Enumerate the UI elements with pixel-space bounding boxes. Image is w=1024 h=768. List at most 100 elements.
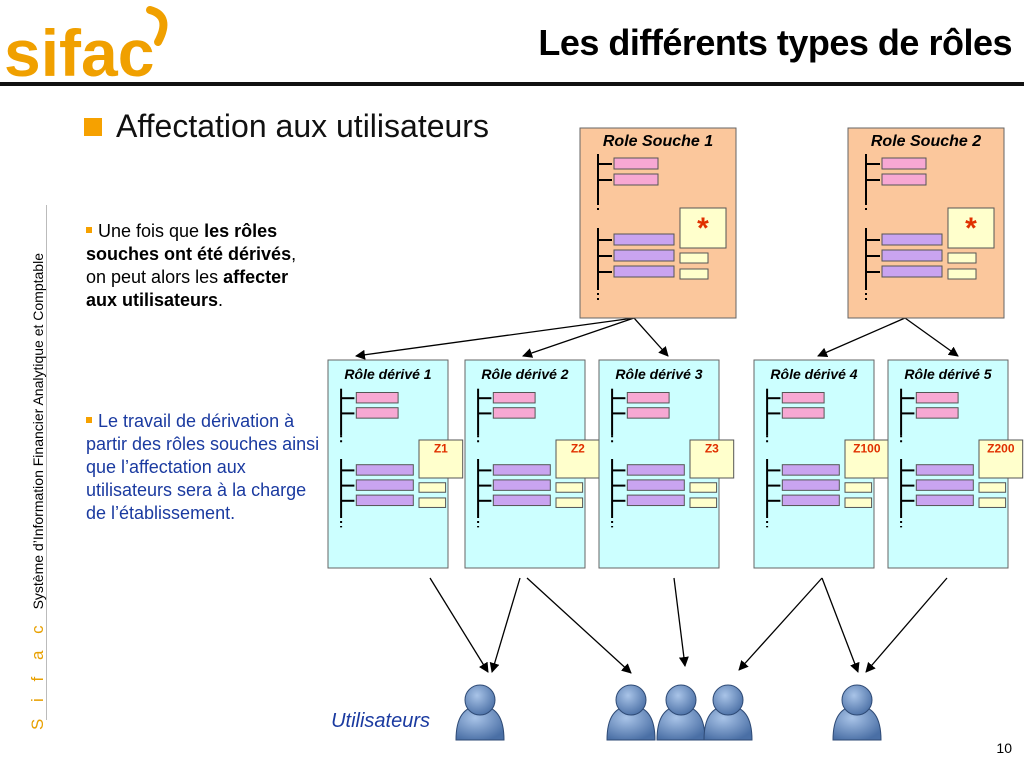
authorization-rect	[613, 233, 675, 246]
assignment-arrow	[817, 317, 906, 357]
source-role-box: Role Souche 1*	[579, 127, 737, 319]
p2-text: Le travail de dérivation à partir des rô…	[86, 411, 320, 523]
header-divider	[0, 82, 1024, 86]
derived-role-title: Rôle dérivé 5	[904, 366, 991, 382]
org-value-box	[555, 439, 601, 479]
field-rect	[679, 268, 709, 280]
authorization-rect	[613, 249, 675, 262]
source-role-title: Role Souche 2	[871, 133, 981, 150]
paragraph-assignment: Une fois que les rôles souches ont été d…	[86, 220, 320, 312]
bullet-square-icon	[86, 227, 92, 234]
field-rect	[844, 482, 873, 493]
users-label: Utilisateurs	[331, 710, 430, 732]
org-value-box	[689, 439, 735, 479]
authorization-rect	[355, 494, 414, 507]
user-icon	[606, 684, 656, 741]
assignment-arrow	[904, 317, 959, 357]
org-value-box	[978, 439, 1024, 479]
assignment-arrow	[522, 317, 635, 358]
user-icon	[656, 684, 706, 741]
authorization-rect	[626, 464, 685, 476]
field-rect	[555, 482, 584, 493]
bullet-square-icon	[86, 417, 92, 424]
assignment-arrow	[738, 577, 823, 671]
field-rect	[947, 268, 977, 280]
main-bullet: Affectation aux utilisateurs	[84, 108, 489, 145]
p1-text-1: Une fois que	[98, 221, 205, 241]
authorization-rect	[492, 464, 551, 476]
derived-role-box: Rôle dérivé 2 Z2	[464, 359, 601, 569]
transaction-rect	[781, 407, 825, 419]
p1-bold-2: affecter aux utilisateurs	[86, 267, 289, 310]
user-head	[841, 684, 873, 716]
derived-role-title: Rôle dérivé 2	[481, 366, 568, 382]
authorization-rect	[613, 265, 675, 278]
org-value-box	[947, 207, 995, 249]
wildcard-marker: *	[965, 212, 977, 245]
bullet-square-icon	[84, 117, 102, 136]
page-number: 10	[996, 740, 1012, 756]
authorization-rect	[355, 464, 414, 476]
assignment-arrow	[865, 577, 948, 673]
org-value-label: Z2	[571, 441, 585, 455]
org-value-label: Z100	[853, 441, 881, 455]
source-role-title: Role Souche 1	[603, 133, 713, 150]
derived-role-box: Rôle dérivé 1 Z1	[327, 359, 464, 569]
user-head	[665, 684, 697, 716]
field-rect	[978, 497, 1007, 508]
org-value-label: Z200	[987, 441, 1015, 455]
source-role-box: Role Souche 2 *	[847, 127, 1005, 319]
user-icon	[703, 684, 753, 741]
logo-swoosh-icon	[146, 6, 168, 46]
assignment-arrow	[673, 577, 689, 667]
field-rect	[689, 497, 718, 508]
user-head	[615, 684, 647, 716]
derived-role-box: Rôle dérivé 5 Z200	[887, 359, 1024, 569]
derived-role-title: Rôle dérivé 3	[615, 366, 702, 382]
derived-role-box: Rôle dérivé 3 Z3	[598, 359, 735, 569]
org-value-label: Z3	[705, 441, 719, 455]
transaction-rect	[492, 407, 536, 419]
page-title: Les différents types de rôles	[538, 22, 1012, 63]
org-value-box	[844, 439, 890, 479]
sifac-logo: sifac	[4, 6, 168, 84]
derived-role-title: Rôle dérivé 1	[344, 366, 431, 382]
logo-text: sifac	[4, 16, 154, 84]
main-heading: Affectation aux utilisateurs	[116, 108, 489, 144]
authorization-rect	[881, 265, 943, 278]
transaction-rect	[881, 157, 927, 170]
assignment-arrow	[821, 577, 860, 673]
field-rect	[689, 482, 718, 493]
transaction-rect	[613, 173, 659, 186]
transaction-rect	[915, 392, 959, 404]
authorization-rect	[626, 479, 685, 491]
field-rect	[978, 482, 1007, 493]
authorization-rect	[915, 494, 974, 507]
user-head	[712, 684, 744, 716]
user-head	[464, 684, 496, 716]
authorization-rect	[492, 494, 551, 507]
authorization-rect	[781, 464, 840, 476]
org-value-box	[418, 439, 464, 479]
field-rect	[679, 252, 709, 264]
field-rect	[947, 252, 977, 264]
transaction-rect	[492, 392, 536, 404]
assignment-arrow	[429, 577, 489, 673]
transaction-rect	[781, 392, 825, 404]
transaction-rect	[613, 157, 659, 170]
assignment-arrow	[355, 317, 635, 360]
p1-text-2: , on peut alors les	[86, 244, 297, 287]
authorization-rect	[781, 494, 840, 507]
field-rect	[418, 497, 447, 508]
side-divider	[46, 205, 47, 720]
p1-text-3: .	[218, 290, 224, 310]
authorization-rect	[881, 233, 943, 246]
assignment-arrow	[633, 317, 669, 357]
org-value-box	[679, 207, 727, 249]
transaction-rect	[881, 173, 927, 186]
transaction-rect	[626, 407, 670, 419]
org-value-label: Z1	[434, 441, 448, 455]
transaction-rect	[915, 407, 959, 419]
